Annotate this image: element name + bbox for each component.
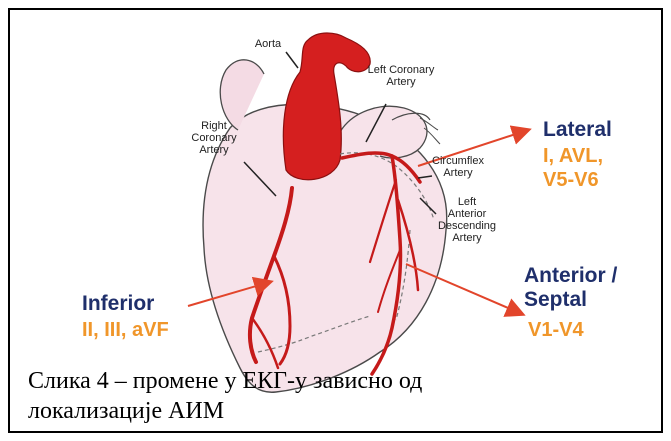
pointer-aorta [286,52,298,68]
label-aorta: Aorta [248,38,288,50]
label-left-coronary-artery: Left Coronary Artery [356,64,446,88]
region-anterior-septal: Anterior / Septal [524,264,617,312]
region-lateral: Lateral [543,118,612,142]
leads-inferior: II, III, aVF [82,318,169,342]
label-circumflex-artery: Circumflex Artery [424,155,492,179]
label-lad-artery: Left Anterior Descending Artery [430,196,504,244]
figure-caption: Слика 4 – промене у ЕКГ-у зависно од лок… [28,366,628,426]
leads-anterior-septal: V1-V4 [528,318,584,342]
label-right-coronary-artery: Right Coronary Artery [182,120,246,156]
leads-lateral: I, AVL, V5-V6 [543,144,603,192]
region-inferior: Inferior [82,292,154,316]
